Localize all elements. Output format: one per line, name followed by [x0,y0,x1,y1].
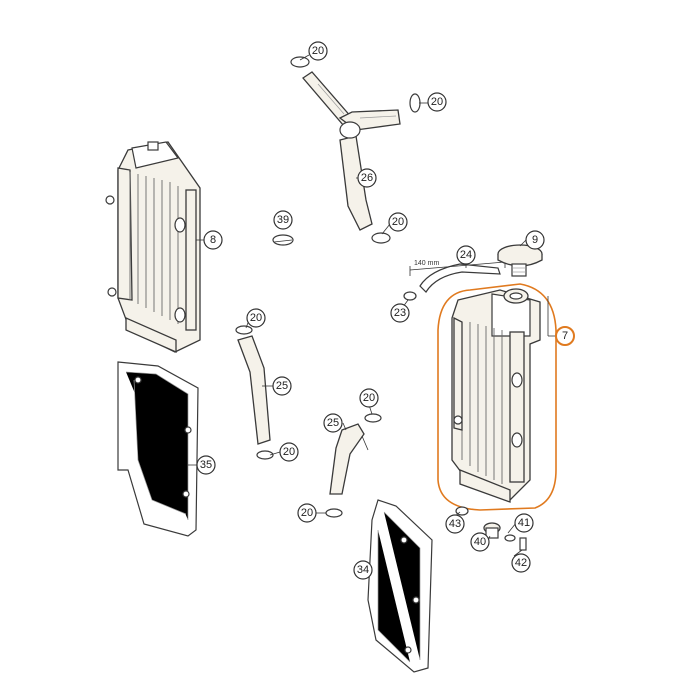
callout-9-radiator-cap: 9 [525,230,545,250]
svg-text:20: 20 [363,392,375,404]
callout-43-drain-seal: 43 [445,514,465,534]
measurement-label: 140 mm [414,260,439,267]
callout-8-left-radiator: 8 [203,230,223,250]
callout-20-y-hose-clamp: 20 [388,212,408,232]
svg-text:20: 20 [301,507,313,519]
callout-24-overflow-tube: 24 [456,245,476,265]
callout-20-center-hose-top-clamp: 20 [359,388,379,408]
callout-20-top-right-clamp: 20 [427,92,447,112]
svg-text:20: 20 [250,312,262,324]
svg-text:9: 9 [532,234,538,246]
callout-23-hose-clip: 23 [390,303,410,323]
callout-20-left-hose-top-clamp: 20 [246,308,266,328]
center-hose [325,413,382,518]
callout-39-clip: 39 [273,210,293,230]
callout-20-top-left-clamp: 20 [308,41,328,61]
drain-parts [455,506,527,551]
callout-25-center-hose: 25 [323,413,343,433]
hose-clamp-top-left [290,56,310,68]
hose-clamp-y-bottom [371,232,391,244]
svg-text:25: 25 [327,417,339,429]
svg-text:24: 24 [460,249,472,261]
center-shroud [367,499,433,673]
svg-text:20: 20 [392,216,404,228]
left-radiator [105,141,201,353]
svg-text:35: 35 [200,459,212,471]
callout-26-y-hose: 26 [357,168,377,188]
svg-text:7: 7 [562,330,568,342]
callout-20-left-hose-bottom-clamp: 20 [279,442,299,462]
overflow-tube: 140 mm [409,258,506,293]
svg-text:20: 20 [312,45,324,57]
hose-clip-23 [403,291,417,301]
radiator-cap [497,244,543,277]
hose-clamp-top-right [409,93,421,113]
svg-text:39: 39 [277,214,289,226]
svg-text:40: 40 [474,536,486,548]
svg-text:23: 23 [394,307,406,319]
callout-41-washer: 41 [514,513,534,533]
clip-39 [272,234,294,246]
y-hose [302,71,401,231]
callout-20-center-hose-bottom-clamp: 20 [297,503,317,523]
svg-text:43: 43 [449,518,461,530]
svg-text:20: 20 [431,96,443,108]
callout-42-screw: 42 [511,553,531,573]
svg-text:42: 42 [515,557,527,569]
svg-text:20: 20 [283,446,295,458]
svg-text:41: 41 [518,517,530,529]
highlight-outline [437,283,557,511]
callout-35-left-shroud: 35 [196,455,216,475]
callout-34-center-shroud: 34 [353,560,373,580]
callout-7-right-radiator: 7 [555,326,575,346]
left-shroud [117,361,199,537]
svg-text:8: 8 [210,234,216,246]
svg-text:26: 26 [361,172,373,184]
right-radiator [451,288,541,503]
callout-25-left-hose: 25 [272,376,292,396]
svg-text:34: 34 [357,564,369,576]
left-hose [235,325,274,460]
callout-40-drain-plug: 40 [470,532,490,552]
svg-text:25: 25 [276,380,288,392]
